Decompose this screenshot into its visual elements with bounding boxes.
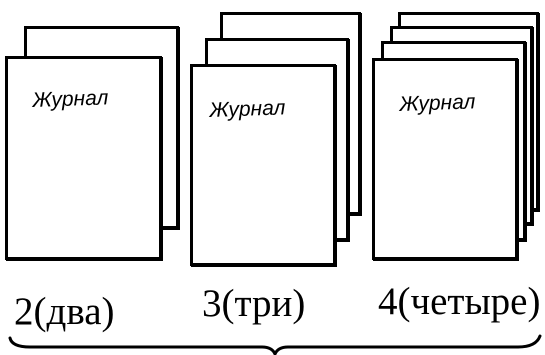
magazine-cover-front: Журнал [372, 58, 518, 260]
magazine-cover-front: Журнал [5, 56, 162, 260]
caption-three: 3(три) [202, 282, 306, 325]
caption-two: 2(два) [14, 290, 115, 333]
magazine-cover-front: Журнал [190, 64, 336, 266]
caption-four: 4(четыре) [378, 280, 541, 323]
